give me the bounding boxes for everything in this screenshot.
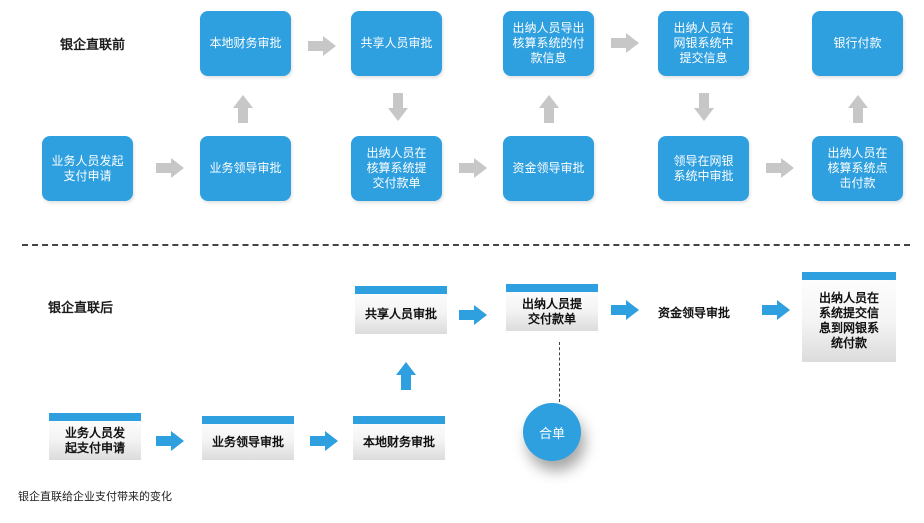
arrow-up-icon [396,362,416,390]
arrow-right-icon [611,300,639,320]
merge-node: 合单 [523,403,581,461]
after-box-business-request: 业务人员发 起支付申请 [49,413,141,460]
arrow-down-icon [694,93,714,121]
before-box-shared-staff-approval: 共享人员审批 [351,11,442,76]
arrow-right-icon [459,305,487,325]
before-box-cashier-submit-ebank: 出纳人员在 网银系统中 提交信息 [658,11,749,76]
after-section-label: 银企直联后 [48,301,114,316]
arrow-right-icon [156,158,184,178]
before-box-cashier-click-pay: 出纳人员在 核算系统点 击付款 [812,136,903,201]
before-box-business-request: 业务人员发起 支付申请 [42,136,133,201]
after-box-shared-staff-approval: 共享人员审批 [355,286,447,334]
arrow-right-icon [762,300,790,320]
before-box-bank-payment: 银行付款 [812,11,903,76]
before-box-business-leader-approval: 业务领导审批 [200,136,291,201]
arrow-right-icon [766,158,794,178]
arrow-up-icon [233,95,253,123]
after-box-local-finance-approval: 本地财务审批 [353,416,445,460]
before-box-leader-ebank-approval: 领导在网银 系统中审批 [658,136,749,201]
after-box-cashier-submit-to-ebank: 出纳人员在 系统提交信 息到网银系 统付款 [802,272,896,362]
before-box-fund-leader-approval: 资金领导审批 [503,136,594,201]
before-box-cashier-export-payment: 出纳人员导出 核算系统的付 款信息 [503,11,594,76]
before-box-local-finance-approval: 本地财务审批 [200,11,291,76]
before-box-cashier-submit-voucher: 出纳人员在 核算系统提 交付款单 [351,136,442,201]
arrow-right-icon [310,431,338,451]
diagram-caption: 银企直联给企业支付带来的变化 [18,490,172,503]
arrow-right-icon [611,33,639,53]
arrow-up-icon [539,95,559,123]
after-fund-leader-approval: 资金领导审批 [658,306,731,320]
arrow-down-icon [388,93,408,121]
arrow-up-icon [848,95,868,123]
before-section-label: 银企直联前 [60,38,126,53]
arrow-right-icon [156,431,184,451]
merge-connector-line [559,342,560,402]
arrow-right-icon [308,36,336,56]
arrow-right-icon [459,158,487,178]
after-box-business-leader-approval: 业务领导审批 [202,416,294,460]
after-box-cashier-submit-voucher: 出纳人员提 交付款单 [506,284,598,331]
section-divider [22,244,910,246]
